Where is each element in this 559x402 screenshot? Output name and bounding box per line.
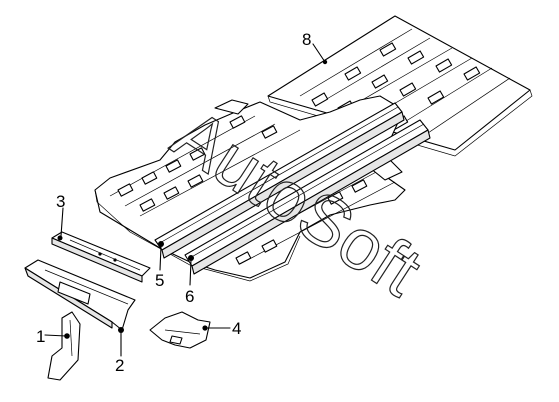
part-3-cross-member[interactable] <box>51 231 151 283</box>
callout-6: 6 <box>185 287 194 306</box>
part-4-bracket[interactable] <box>149 311 211 349</box>
callout-5: 5 <box>155 271 164 290</box>
callout-1: 1 <box>36 327 45 346</box>
callout-2: 2 <box>115 356 124 375</box>
leader-lines <box>44 43 326 357</box>
callout-3: 3 <box>56 192 65 211</box>
part-6-lower-rail[interactable] <box>184 119 431 275</box>
callout-4: 4 <box>232 319 241 338</box>
callout-labels: 1 2 3 4 5 6 8 <box>36 30 311 375</box>
part-2-lower-cross-member[interactable] <box>24 259 136 333</box>
part-1-bracket[interactable] <box>47 311 81 381</box>
part-5-upper-rail[interactable] <box>154 102 405 259</box>
callout-8: 8 <box>302 30 311 49</box>
